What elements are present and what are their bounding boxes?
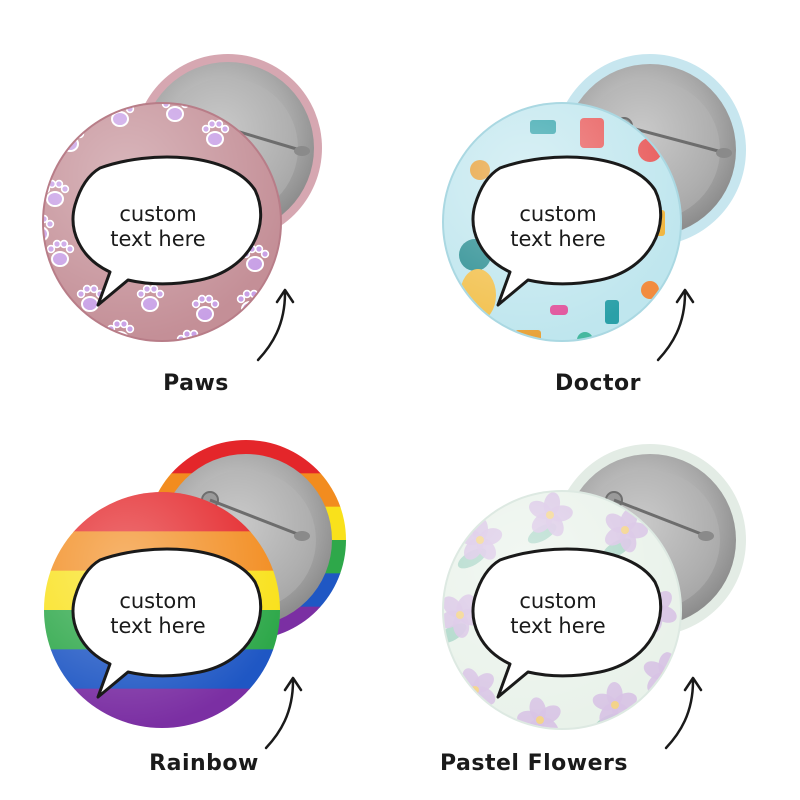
bubble-text-line-1: custom (119, 202, 197, 226)
pin-button-illustration (442, 54, 746, 362)
speech-bubble (71, 155, 263, 307)
button-rainbow-variant: custom text here Rainbow (0, 400, 400, 800)
button-doctor-variant: custom text here Doctor (400, 0, 800, 400)
bubble-text-line-2: text here (110, 227, 206, 251)
button-paws-variant: custom text here Paws (0, 0, 400, 400)
arrow-icon (656, 291, 687, 362)
bubble-text: custom text here (68, 589, 248, 639)
bubble-text-line-1: custom (119, 589, 197, 613)
bubble-text: custom text here (68, 202, 248, 252)
bubble-text: custom text here (468, 202, 648, 252)
bubble-text-line-1: custom (519, 589, 597, 613)
pin-button-illustration (442, 444, 746, 750)
bubble-text-line-1: custom (519, 202, 597, 226)
speech-bubble (471, 155, 663, 307)
variant-label: Pastel Flowers (440, 751, 628, 776)
speech-bubble (471, 547, 663, 699)
speech-bubble (71, 547, 263, 699)
variant-label: Paws (163, 371, 229, 396)
bubble-text-line-2: text here (110, 614, 206, 638)
arrow-icon (264, 679, 295, 750)
arrow-icon (256, 291, 287, 362)
bubble-text: custom text here (468, 589, 648, 639)
pin-button-illustration (42, 54, 322, 362)
variant-label: Doctor (555, 371, 641, 396)
bubble-text-line-2: text here (510, 227, 606, 251)
arrow-icon (664, 679, 695, 750)
pin-button-illustration (44, 440, 346, 750)
button-pastel-flowers-variant: custom text here Pastel Flowers (400, 400, 800, 800)
bubble-text-line-2: text here (510, 614, 606, 638)
variant-label: Rainbow (149, 751, 259, 776)
